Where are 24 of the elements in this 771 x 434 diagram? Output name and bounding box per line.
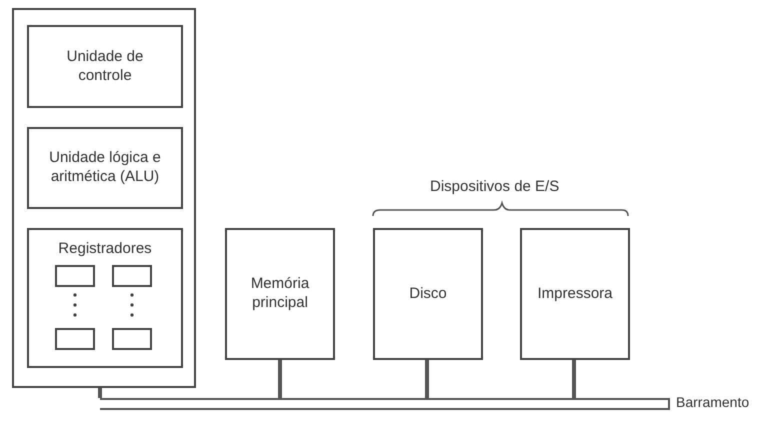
process-box [27, 25, 183, 108]
register-box [55, 265, 95, 287]
node-label: Impressora [537, 284, 613, 304]
node-label: Memória principal [250, 275, 310, 313]
register-box [112, 265, 152, 287]
group-label: Dispositivos de E/S [430, 178, 560, 195]
bus-connector [278, 360, 282, 398]
device-box [520, 228, 630, 360]
node-label: Disco [409, 284, 447, 304]
node-label: Unidade de controle [66, 48, 144, 86]
bus-label: Barramento [676, 394, 750, 410]
register-box [112, 328, 152, 350]
bus-connector [572, 360, 576, 398]
register-bank-box [27, 228, 183, 368]
bus-connector [425, 360, 429, 398]
process-box [27, 127, 183, 209]
bus-connector [98, 388, 102, 398]
memory-box [225, 228, 335, 360]
register-box [55, 328, 95, 350]
node-label: Registradores [58, 240, 152, 259]
node-label: Unidade lógica e aritmética (ALU) [48, 149, 162, 187]
bus-bar [100, 398, 670, 410]
cpu-box [12, 8, 196, 388]
device-box [373, 228, 483, 360]
